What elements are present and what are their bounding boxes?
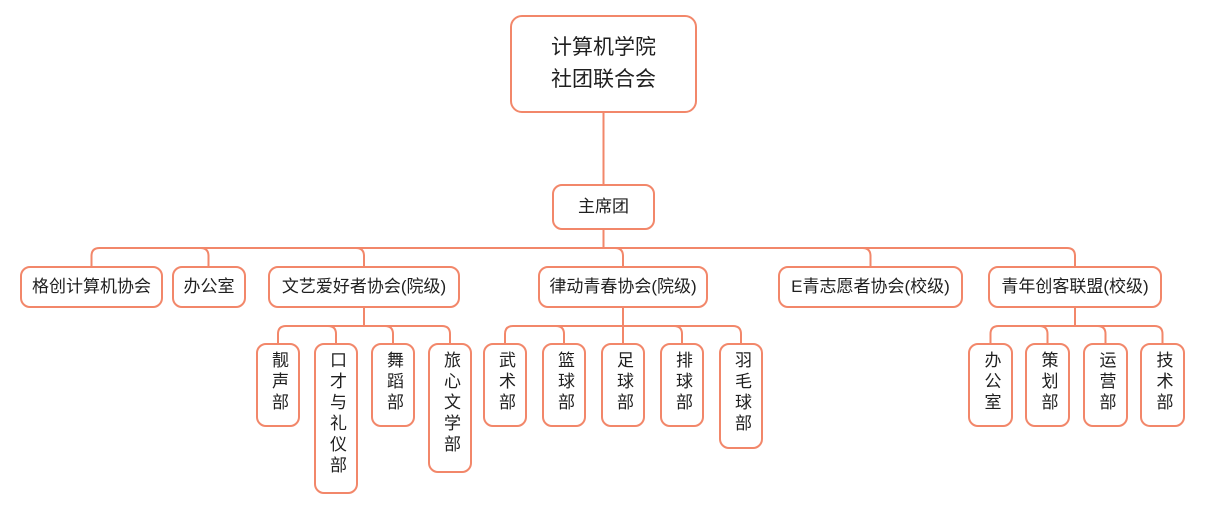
connector-groupC-drops (1039, 325, 1107, 343)
node-technology-dept[interactable]: 技术部 (1140, 343, 1185, 427)
node-youth-rhythm-association[interactable]: 律动青春协会(院级) (538, 266, 708, 308)
node-liangsheng-dept[interactable]: 靓声部 (256, 343, 300, 427)
node-volleyball-dept[interactable]: 排球部 (660, 343, 704, 427)
node-badminton-dept[interactable]: 羽毛球部 (719, 343, 763, 449)
node-makers-office[interactable]: 办公室 (968, 343, 1013, 427)
node-presidium[interactable]: 主席团 (552, 184, 655, 230)
node-e-youth-volunteers-association[interactable]: E青志愿者协会(校级) (778, 266, 963, 308)
node-planning-dept[interactable]: 策划部 (1025, 343, 1070, 427)
node-eloquence-etiquette-dept[interactable]: 口才与礼仪部 (314, 343, 358, 494)
node-dance-dept[interactable]: 舞蹈部 (371, 343, 415, 427)
connector-level3-bus (90, 247, 1076, 266)
connector-groupA-bus (277, 325, 451, 343)
node-operations-dept[interactable]: 运营部 (1083, 343, 1128, 427)
node-federation[interactable]: 计算机学院 社团联合会 (510, 15, 697, 113)
node-travel-literature-dept[interactable]: 旅心文学部 (428, 343, 472, 473)
node-arts-lovers-association[interactable]: 文艺爱好者协会(院级) (268, 266, 460, 308)
connector-groupC-bus (989, 325, 1164, 343)
connector-level3-drops (200, 247, 872, 266)
node-young-makers-union[interactable]: 青年创客联盟(校级) (988, 266, 1162, 308)
node-football-dept[interactable]: 足球部 (601, 343, 645, 427)
node-basketball-dept[interactable]: 篮球部 (542, 343, 586, 427)
node-martial-arts-dept[interactable]: 武术部 (483, 343, 527, 427)
node-gechuang-computer-association[interactable]: 格创计算机协会 (20, 266, 163, 308)
connector-groupB-bus (504, 325, 742, 343)
node-office[interactable]: 办公室 (172, 266, 246, 308)
connector-groupA-drops (327, 325, 394, 343)
connector-groupB-drops (555, 325, 683, 343)
